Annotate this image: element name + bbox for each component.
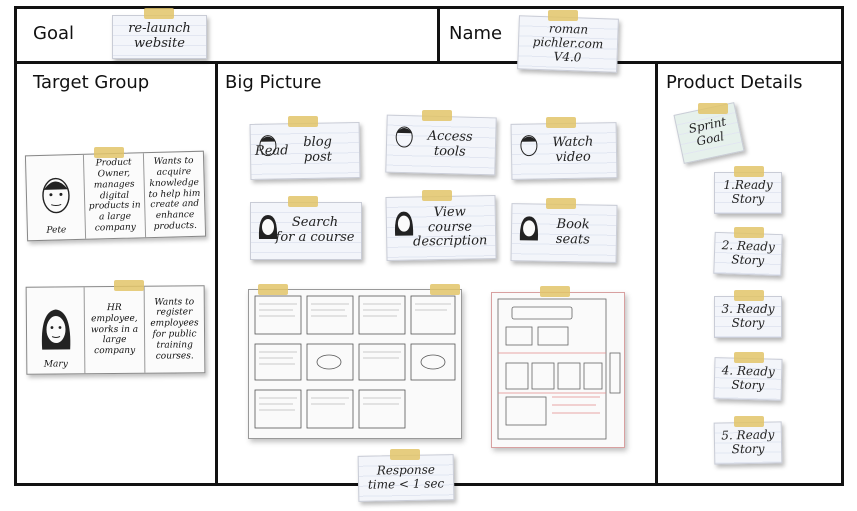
persona-goal: Wants to register employees for public t… (150, 296, 199, 362)
goal-heading: Goal (33, 23, 74, 44)
male-face-icon (259, 135, 277, 157)
tape-strip (288, 196, 318, 207)
story-note: Access tools (385, 114, 497, 176)
tape-strip (698, 103, 728, 114)
male-face-icon (41, 177, 70, 214)
tape-strip (422, 110, 452, 121)
tape-strip (94, 147, 124, 158)
story-note: Read blog post (249, 122, 361, 180)
tape-strip (390, 449, 420, 460)
sprint-goal-text: Sprint Goal (687, 114, 728, 149)
storyboard-grid-image (254, 295, 456, 429)
story-note: Watch video (510, 122, 618, 180)
story-note: Book seats (510, 203, 618, 263)
goal-note: re-launch website (112, 15, 207, 59)
story-line2: video (555, 149, 591, 166)
big-picture-heading: Big Picture (225, 72, 322, 93)
persona-card-pete: Pete Product Owner, manages digital prod… (24, 150, 207, 242)
persona-portrait: Pete (25, 154, 87, 241)
story-line2: seats (555, 231, 591, 248)
target-group-heading: Target Group (33, 72, 150, 93)
tape-strip (288, 116, 318, 127)
story-line2: blog post (303, 134, 333, 166)
tape-strip (734, 166, 764, 177)
story-line1: View (433, 204, 466, 220)
header-divider (437, 9, 440, 61)
tape-strip (546, 117, 576, 128)
website-wireframe-image (497, 298, 621, 440)
ready-story-note: 2. Ready Story (713, 231, 783, 277)
ready-story-text: 5. Ready Story (721, 427, 775, 457)
storyboard-sketch (248, 289, 462, 439)
tape-strip (540, 286, 570, 297)
product-details-heading: Product Details (666, 72, 803, 93)
story-note: View course description (385, 195, 497, 261)
persona-role: Product Owner, manages digital products … (83, 153, 147, 239)
tape-strip (548, 10, 578, 21)
tape-strip (734, 290, 764, 301)
ready-story-note: 4. Ready Story (713, 357, 783, 401)
tape-strip (430, 284, 460, 295)
tape-strip (144, 8, 174, 19)
persona-card-mary: Mary HR employee, works in a large compa… (25, 285, 206, 375)
tape-strip (114, 280, 144, 291)
persona-name: Pete (46, 225, 67, 237)
ready-story-note: 3. Ready Story (714, 296, 782, 338)
name-heading: Name (449, 23, 503, 44)
story-line1: Search (291, 215, 339, 231)
response-time-note: Response time < 1 sec (357, 454, 455, 502)
female-face-icon (394, 211, 414, 236)
female-face-icon (41, 309, 70, 350)
ready-story-text: 3. Ready Story (721, 302, 775, 330)
name-note: roman pichler.com V4.0 (517, 15, 619, 73)
target-group-divider (215, 61, 218, 483)
persona-role: HR employee, works in a large company (84, 286, 146, 374)
ready-story-note: 1.Ready Story (714, 172, 782, 214)
persona-name: Mary (43, 359, 68, 370)
product-details-divider (655, 61, 658, 483)
tape-strip (734, 352, 764, 363)
goal-note-text: re-launch website (128, 21, 191, 51)
name-note-text: roman pichler.com V4.0 (532, 21, 604, 65)
response-time-text: Response time < 1 sec (367, 462, 445, 492)
tape-strip (734, 227, 764, 238)
story-line2: tools (433, 143, 466, 160)
tape-strip (258, 284, 288, 295)
male-face-icon (395, 126, 413, 148)
persona-goal: Wants to acquire knowledge to help him c… (148, 156, 201, 232)
ready-story-note: 5. Ready Story (713, 421, 783, 465)
story-line2: course description (412, 218, 488, 250)
persona-portrait: Mary (26, 287, 86, 374)
female-face-icon (519, 216, 539, 241)
story-note: Search for a course (250, 202, 362, 260)
tape-strip (422, 190, 452, 201)
tape-strip (546, 198, 576, 209)
ready-story-text: 4. Ready Story (721, 363, 775, 393)
ready-story-text: 1.Ready Story (723, 178, 773, 206)
female-face-icon (258, 215, 278, 239)
header-row-divider (17, 61, 841, 64)
male-face-icon (520, 135, 538, 157)
ready-story-text: 2. Ready Story (721, 238, 776, 268)
tape-strip (734, 416, 764, 427)
wireframe-sketch (491, 292, 625, 448)
story-line2: for a course (275, 230, 355, 245)
